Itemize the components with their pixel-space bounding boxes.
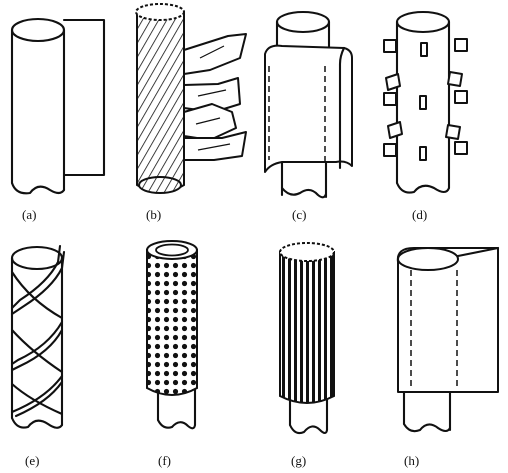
panel-label-g: (g) bbox=[291, 453, 306, 468]
panel-e: (e) bbox=[10, 244, 66, 468]
panel-h: (h) bbox=[396, 246, 500, 468]
ribbed-sleeve-g bbox=[279, 242, 335, 404]
spiral-wrap-e bbox=[10, 244, 66, 418]
perforated-sleeve-f bbox=[146, 240, 198, 396]
pipe-cylinder-b bbox=[135, 3, 185, 194]
panel-label-h: (h) bbox=[404, 453, 419, 468]
pipe-cylinder-e bbox=[10, 245, 64, 429]
panel-a: (a) bbox=[10, 17, 106, 222]
panel-label-e: (e) bbox=[25, 453, 39, 468]
patches-d bbox=[383, 38, 468, 161]
pipe-cylinder-c bbox=[275, 10, 331, 199]
wrap-sheet-c bbox=[264, 44, 353, 173]
panel-d: (d) bbox=[383, 10, 468, 222]
peeling-strips-b bbox=[183, 33, 247, 161]
panel-label-c: (c) bbox=[292, 207, 306, 222]
panel-label-d: (d) bbox=[412, 207, 427, 222]
panel-label-b: (b) bbox=[146, 207, 161, 222]
panel-f: (f) bbox=[146, 240, 198, 468]
panel-g: (g) bbox=[279, 242, 335, 468]
wrap-sheet-h bbox=[396, 246, 500, 393]
panel-label-a: (a) bbox=[22, 207, 36, 222]
pipe-cylinder-h bbox=[402, 390, 452, 433]
panel-b: (b) bbox=[135, 3, 247, 222]
panel-label-f: (f) bbox=[158, 453, 171, 468]
panel-c: (c) bbox=[264, 10, 353, 222]
pipe-cylinder-a bbox=[10, 17, 66, 195]
wrap-sheet-a bbox=[62, 18, 106, 177]
